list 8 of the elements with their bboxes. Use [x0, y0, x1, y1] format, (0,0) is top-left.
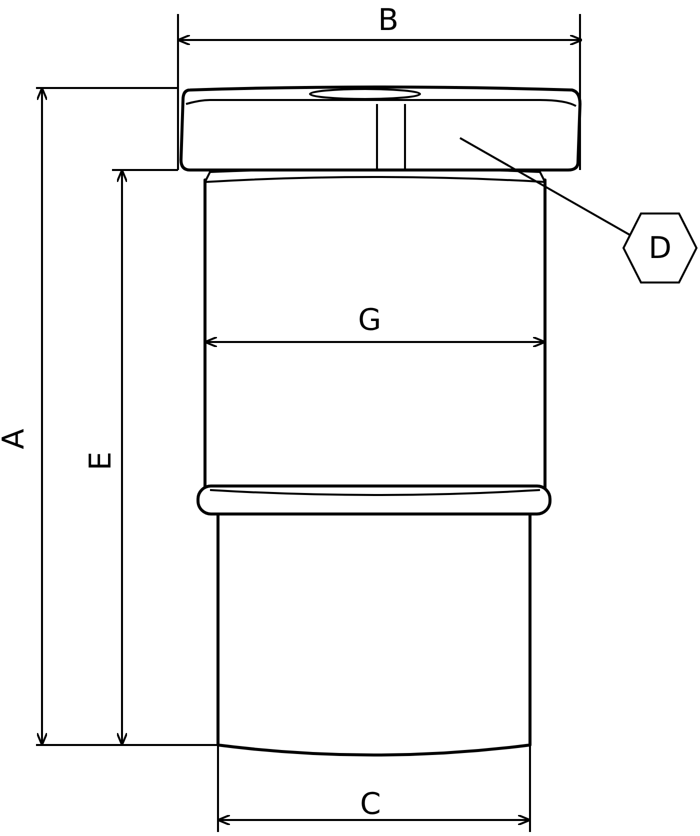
dimension-label: E [86, 452, 116, 470]
callout-letter: D [647, 230, 673, 268]
dimension-label: G [358, 306, 382, 336]
dimension-label: B [378, 6, 399, 36]
dimension-label: A [0, 428, 30, 450]
callout-hexagon [622, 212, 698, 284]
leader-line [460, 137, 630, 236]
dimension-label: C [360, 790, 381, 820]
